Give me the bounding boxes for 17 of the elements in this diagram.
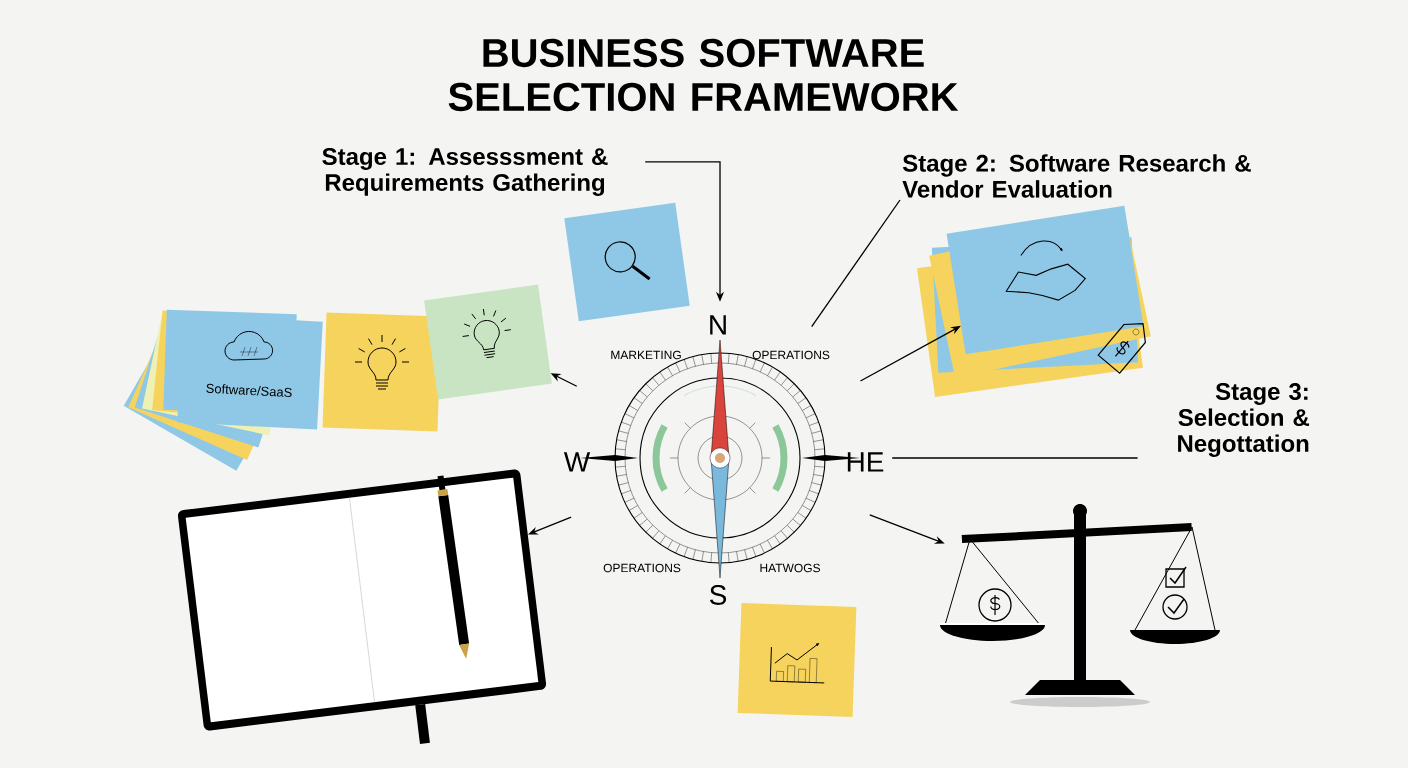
magnifier-note-drawing — [564, 202, 690, 322]
chart-note-drawing — [737, 603, 857, 717]
compass-direction: HE — [847, 452, 884, 472]
scale-drawing — [940, 504, 1220, 707]
compass-direction: N — [710, 315, 726, 335]
title: BUSINESS SOFTWARE SELECTION FRAMEWORK — [448, 38, 959, 112]
compass-direction: S — [709, 585, 727, 605]
compass-label: OPERATIONS — [603, 563, 681, 573]
stage-heading: Stage 2: Software Research & Vendor Evaluation — [902, 154, 1251, 198]
stage-heading: Stage 1: Assesssment & Requirements Gathering — [322, 148, 608, 196]
sticky-note-stack-drawing — [917, 205, 1151, 397]
compass-direction: W — [563, 452, 591, 472]
stage-heading: Stage 3: Selection & Negottation — [1178, 383, 1310, 457]
sticky-note: Software/SaaS — [123, 309, 323, 471]
lightbulb-note-drawing — [424, 284, 552, 400]
notebook-drawing — [177, 469, 547, 744]
compass-label: HATWOGS — [760, 563, 820, 573]
